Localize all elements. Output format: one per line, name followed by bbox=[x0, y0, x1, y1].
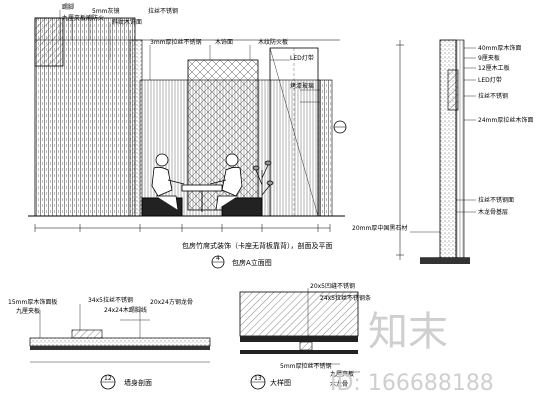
elevation-caption: 包房竹席式装饰（卡座无背板靠背），剖面及平面 bbox=[182, 241, 333, 250]
detail-right-label-0: 20x5凹缝不锈钢 bbox=[310, 282, 355, 290]
elevation-ref-text: 包房A立面图 bbox=[232, 258, 272, 267]
detail-left-board bbox=[29, 337, 211, 347]
watermark-brand: 知末 bbox=[368, 309, 448, 355]
elev-right-3: LED灯带 bbox=[290, 54, 314, 62]
section-label-7: 木龙骨基层 bbox=[478, 208, 508, 216]
detail-left-ref-number: 12 bbox=[104, 375, 112, 382]
ceiling-block bbox=[34, 17, 64, 67]
elevation-view: 踢脚 九厘夹板刷防火 5mm灰镜 斜纹木饰面 拉丝不锈钢 3mm厚拉丝不锈钢 木… bbox=[28, 3, 347, 269]
detail-right-ref-number: 13 bbox=[254, 375, 262, 382]
watermark: 知末 ID: 166688188 bbox=[330, 309, 494, 396]
section-label-8: 20mm厚中国黑石材 bbox=[352, 224, 407, 232]
detail-left-ref-text: 墙身剖面 bbox=[124, 378, 152, 387]
elev-right-2: 木纹防火板 bbox=[258, 38, 288, 46]
elev-right-4: 烤漆玻璃 bbox=[290, 82, 314, 90]
dimension-line bbox=[34, 224, 331, 232]
person-right-icon bbox=[209, 153, 243, 211]
plant-icon bbox=[252, 160, 274, 210]
elevation-ref-number: 4 bbox=[216, 255, 220, 262]
section-label-5: 24mm厚拉丝木饰面 bbox=[478, 116, 533, 124]
elev-label-0: 踢脚 bbox=[62, 3, 74, 11]
detail-left-label-4: 20x24方钢龙骨 bbox=[150, 298, 193, 306]
detail-right-label-3: 九厘夹板 bbox=[330, 370, 354, 378]
elev-right-1: 木饰面 bbox=[215, 38, 233, 46]
detail-right-label-1: 24x5拉丝不锈钢条 bbox=[320, 294, 371, 302]
elev-label-3: 5mm灰镜 bbox=[92, 7, 120, 15]
section-label-0: 40mm厚木饰面 bbox=[478, 44, 521, 52]
detail-left-label-0: 15mm厚木饰面板 bbox=[8, 298, 57, 306]
detail-right-ref-icon bbox=[250, 374, 266, 390]
detail-right-label-4: 木龙骨 bbox=[330, 380, 348, 388]
section-label-3: LED灯带 bbox=[478, 76, 502, 84]
detail-left-label-3: 24x24木踢脚线 bbox=[104, 306, 147, 314]
detail-left-label-1: 九厘夹板 bbox=[16, 307, 40, 315]
watermark-id: ID: 166688188 bbox=[330, 371, 494, 396]
detail-right-label-2: 5mm厚拉丝不锈钢 bbox=[280, 362, 332, 370]
elev-label-4: 斜纹木饰面 bbox=[112, 18, 142, 26]
elevation-ref-icon bbox=[211, 255, 225, 269]
detail-right-ref-text: 大样图 bbox=[270, 378, 291, 387]
section-view: 40mm厚木饰面 9厘夹板 12厘木工板 LED灯带 拉丝不锈钢 24mm厚拉丝… bbox=[352, 39, 533, 264]
right-column bbox=[317, 79, 333, 217]
section-marker-icon bbox=[333, 120, 347, 134]
detail-left: 15mm厚木饰面板 九厘夹板 34x5拉丝不锈钢 24x24木踢脚线 20x24… bbox=[8, 296, 211, 390]
detail-left-ref-icon bbox=[100, 374, 116, 390]
section-label-1: 9厘夹板 bbox=[478, 54, 500, 62]
detail-left-label-2: 34x5拉丝不锈钢 bbox=[88, 296, 133, 304]
section-label-2: 12厘木工板 bbox=[478, 64, 510, 72]
person-left-icon bbox=[151, 153, 185, 211]
detail-right: 20x5凹缝不锈钢 24x5拉丝不锈钢条 5mm厚拉丝不锈钢 九厘夹板 木龙骨 … bbox=[239, 282, 371, 390]
elev-label-1: 九厘夹板刷防火 bbox=[62, 14, 104, 22]
section-label-6: 拉丝不锈钢面 bbox=[478, 196, 514, 204]
section-label-4: 拉丝不锈钢 bbox=[478, 92, 508, 100]
elev-right-0: 3mm厚拉丝不锈钢 bbox=[150, 38, 202, 46]
elev-label-5: 拉丝不锈钢 bbox=[148, 7, 178, 15]
booth-table bbox=[181, 184, 223, 192]
